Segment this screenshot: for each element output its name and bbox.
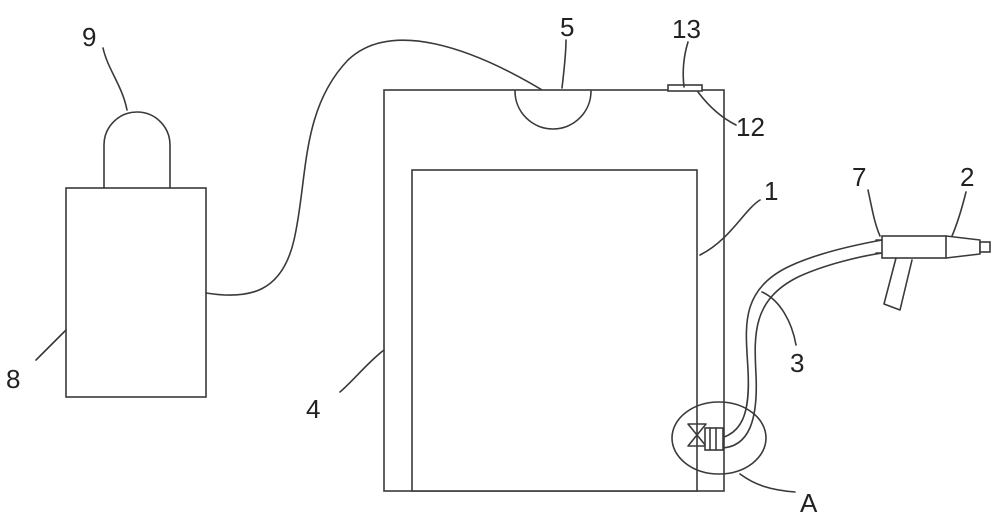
label-12: 12 — [736, 112, 765, 142]
label-2: 2 — [960, 162, 974, 192]
handle-9 — [103, 111, 171, 189]
label-A: A — [800, 488, 818, 518]
label-5: 5 — [560, 12, 574, 42]
top-port-5 — [514, 90, 592, 130]
leader-7 — [867, 189, 881, 237]
leader-13 — [682, 41, 689, 88]
leader-2 — [951, 191, 967, 237]
label-4: 4 — [306, 394, 320, 424]
hose-3-outer — [705, 239, 883, 441]
gun-tip — [979, 241, 991, 253]
gun-body-2 — [881, 235, 947, 259]
label-1: 1 — [764, 176, 778, 206]
detail-circle-A — [671, 401, 767, 475]
cap-12 — [667, 84, 703, 92]
leader-3 — [761, 291, 797, 346]
label-8: 8 — [6, 364, 20, 394]
leader-A — [739, 473, 796, 493]
label-9: 9 — [82, 22, 96, 52]
hose-connector — [704, 427, 724, 451]
connecting-cable — [205, 39, 553, 296]
external-unit-8 — [65, 187, 207, 398]
leader-1 — [699, 199, 761, 256]
leader-4 — [339, 349, 385, 393]
leader-8 — [35, 329, 67, 361]
hose-3-inner — [719, 252, 883, 449]
gun-grip — [883, 257, 913, 311]
label-3: 3 — [790, 348, 804, 378]
label-13: 13 — [672, 14, 701, 44]
inner-container-1 — [411, 169, 698, 492]
leader-12 — [697, 91, 737, 126]
gun-nozzle — [945, 235, 981, 259]
leader-5 — [561, 39, 567, 89]
leader-9 — [102, 47, 128, 111]
label-7: 7 — [852, 162, 866, 192]
valve-symbol — [687, 423, 707, 447]
